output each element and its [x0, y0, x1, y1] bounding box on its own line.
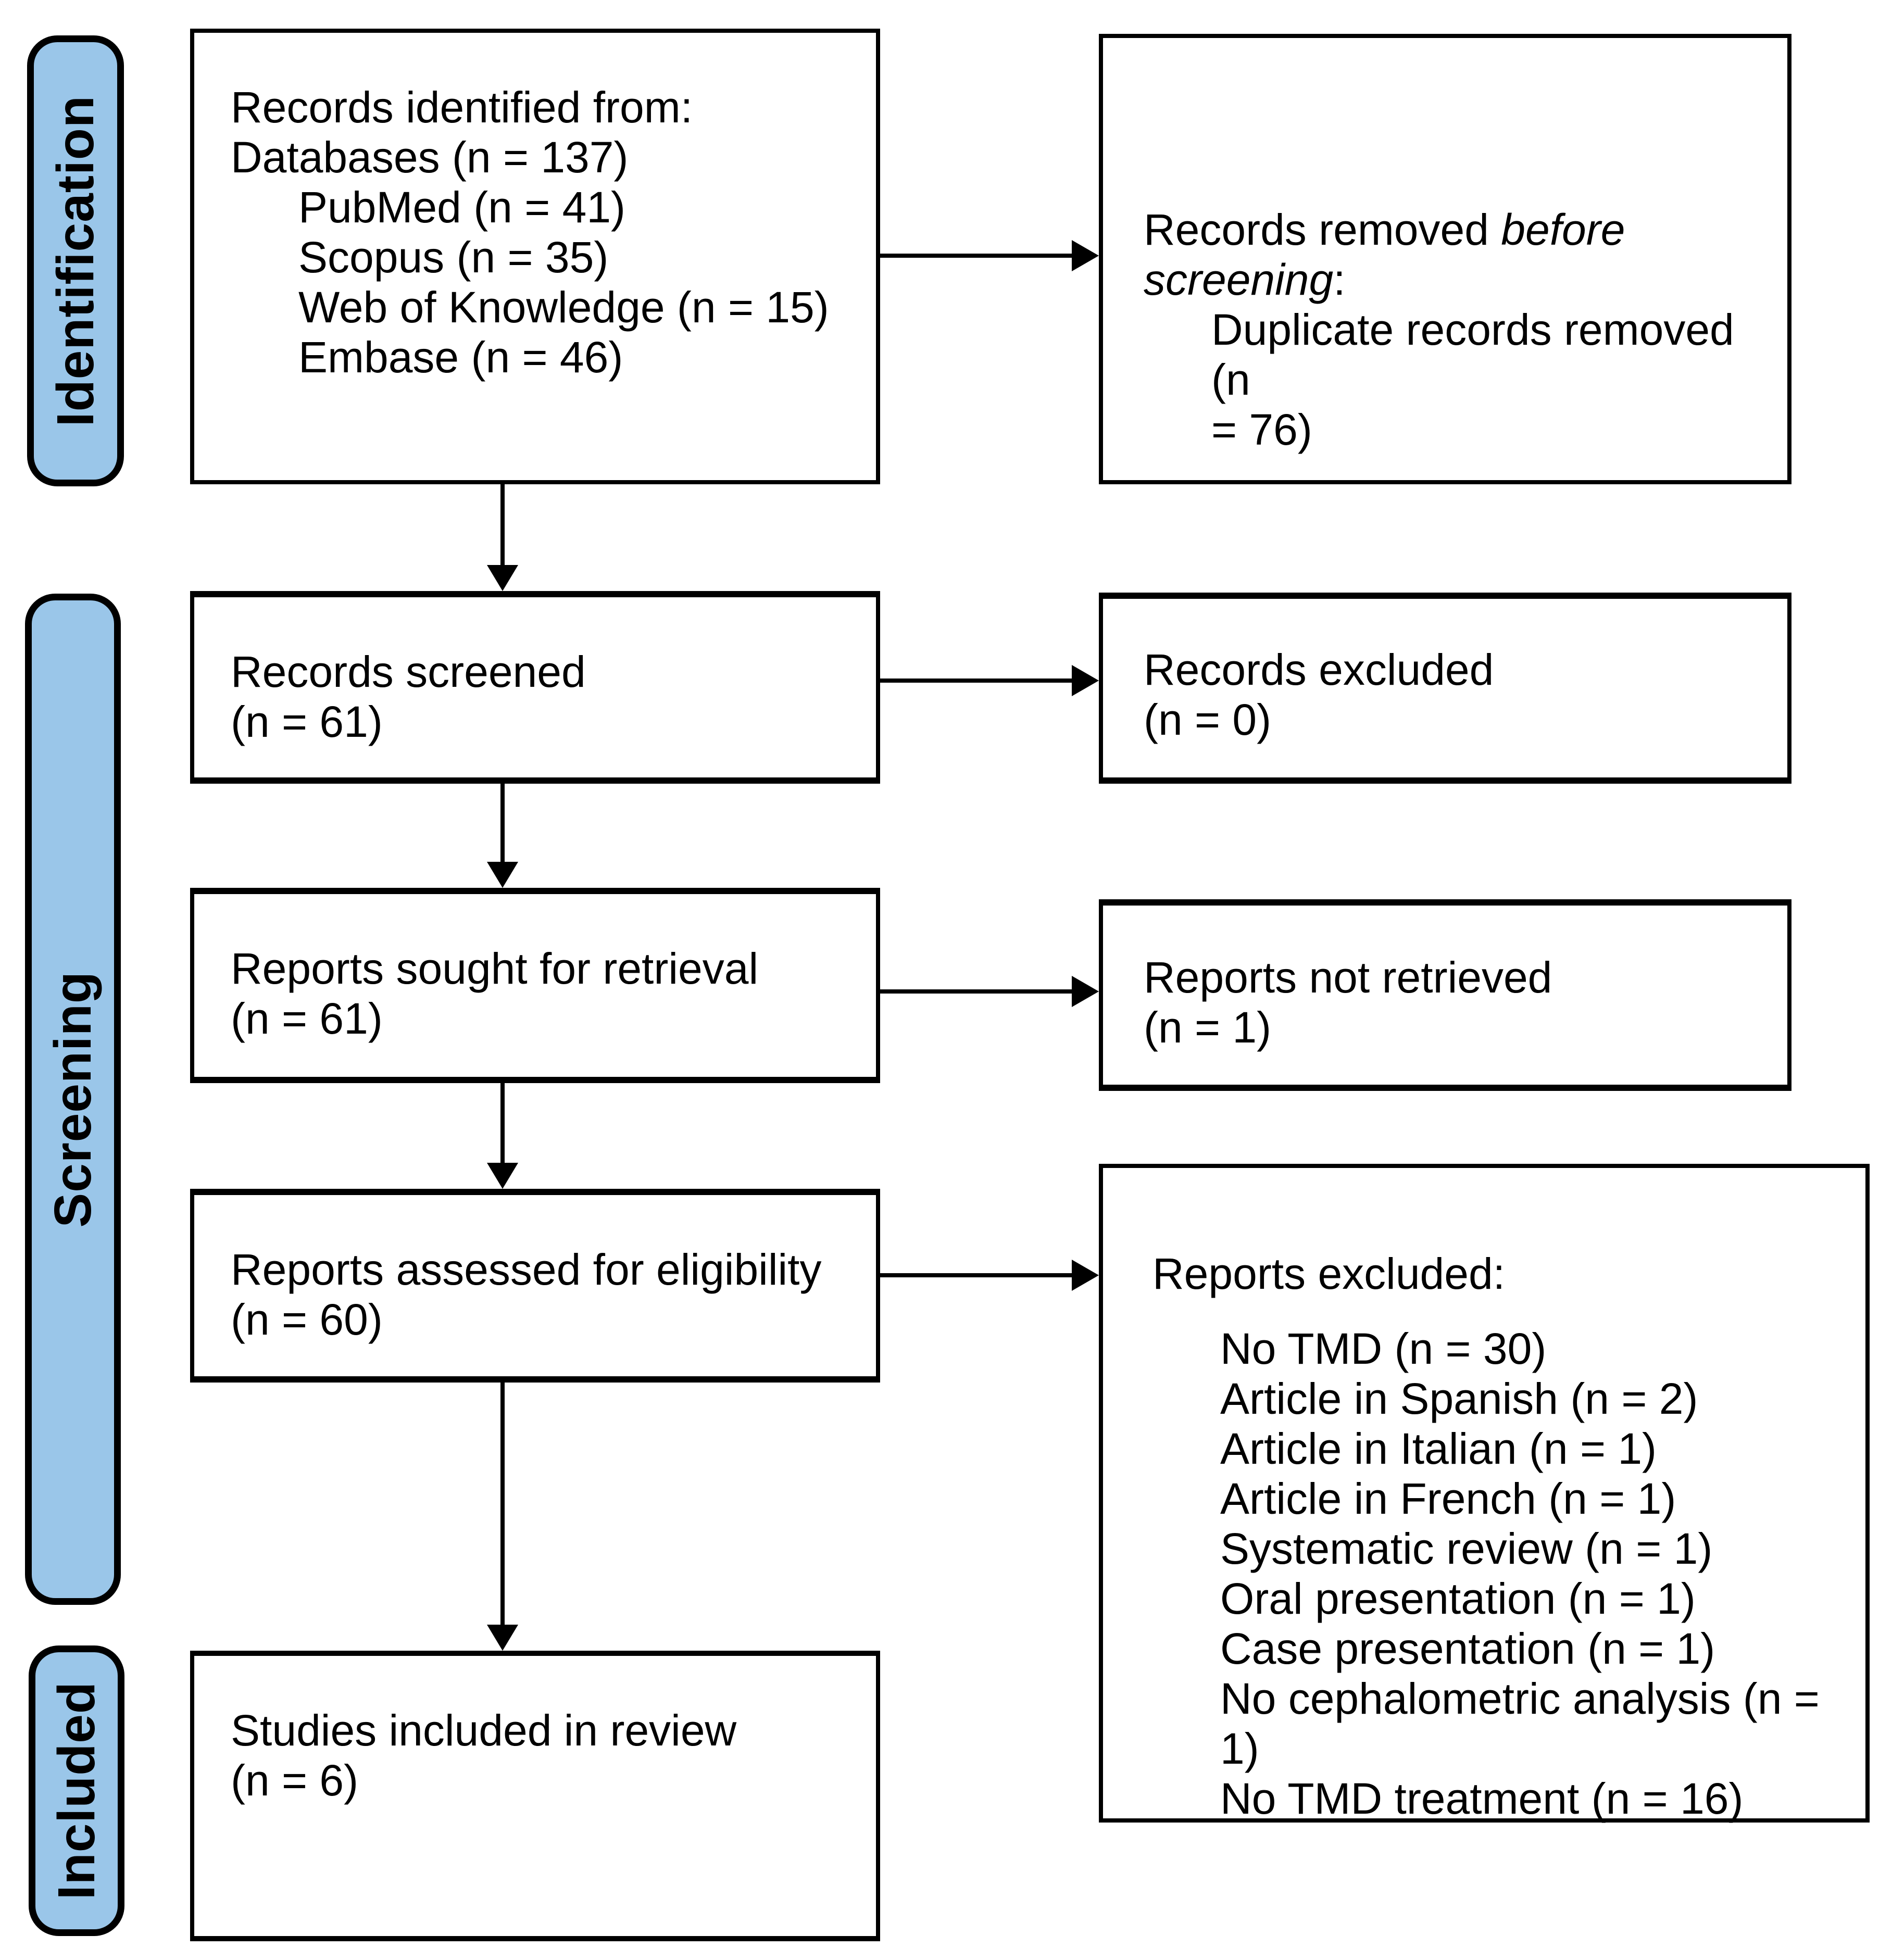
arrow-identified-to-screened — [487, 484, 518, 591]
records-excluded-count: (n = 0) — [1144, 695, 1272, 744]
database-item-web-of-knowledge: Web of Knowledge (n = 15) — [298, 283, 829, 332]
database-item-pubmed: PubMed (n = 41) — [298, 183, 626, 232]
records-identified-line2: Databases (n = 137) — [231, 133, 629, 182]
arrow-assessed-to-reports-excluded — [880, 1260, 1099, 1291]
excluded-item-spanish: Article in Spanish (n = 2) — [1220, 1374, 1698, 1423]
duplicates-removed-line2: = 76) — [1211, 405, 1312, 454]
database-item-embase: Embase (n = 46) — [298, 333, 623, 382]
box-reports-assessed: Reports assessed for eligibility (n = 60… — [190, 1189, 880, 1383]
studies-included-count: (n = 6) — [231, 1756, 359, 1805]
excluded-item-french: Article in French (n = 1) — [1220, 1474, 1676, 1523]
box-studies-included: Studies included in review (n = 6) — [190, 1651, 880, 1941]
stage-label-screening: Screening — [44, 971, 102, 1228]
duplicates-removed-line1: Duplicate records removed (n — [1211, 305, 1734, 404]
box-records-removed-before-screening: Records removed before screening: Duplic… — [1099, 34, 1791, 484]
excluded-item-no-tmd: No TMD (n = 30) — [1220, 1324, 1547, 1373]
records-screened-count: (n = 61) — [231, 697, 383, 746]
arrow-screened-to-excluded — [880, 665, 1099, 696]
database-item-scopus: Scopus (n = 35) — [298, 233, 609, 282]
arrow-sought-to-not-retrieved — [880, 976, 1099, 1007]
reports-assessed-count: (n = 60) — [231, 1295, 383, 1344]
reports-sought-title: Reports sought for retrieval — [231, 944, 759, 993]
reports-excluded-title: Reports excluded: — [1152, 1249, 1506, 1298]
stage-tab-screening: Screening — [25, 594, 121, 1605]
arrow-identified-to-removed — [880, 240, 1099, 271]
arrow-assessed-to-included — [487, 1383, 518, 1651]
box-reports-not-retrieved: Reports not retrieved (n = 1) — [1099, 899, 1791, 1091]
box-records-excluded: Records excluded (n = 0) — [1099, 593, 1791, 784]
records-removed-colon: : — [1333, 255, 1346, 304]
stage-label-identification: Identification — [46, 95, 105, 427]
excluded-item-italian: Article in Italian (n = 1) — [1220, 1424, 1657, 1473]
arrow-sought-to-assessed — [487, 1083, 518, 1189]
records-excluded-title: Records excluded — [1144, 645, 1494, 694]
excluded-item-case-presentation: Case presentation (n = 1) — [1220, 1624, 1715, 1673]
stage-tab-identification: Identification — [27, 35, 124, 486]
excluded-item-systematic-review: Systematic review (n = 1) — [1220, 1524, 1713, 1573]
stage-tab-included: Included — [29, 1645, 124, 1936]
box-records-screened: Records screened (n = 61) — [190, 591, 880, 784]
box-records-identified: Records identified from: Databases (n = … — [190, 29, 880, 484]
records-screened-title: Records screened — [231, 647, 586, 696]
reports-not-retrieved-count: (n = 1) — [1144, 1003, 1272, 1052]
records-removed-italic-before: before — [1501, 205, 1625, 254]
excluded-item-no-tmd-treatment: No TMD treatment (n = 16) — [1220, 1774, 1744, 1823]
records-removed-prefix: Records removed — [1144, 205, 1501, 254]
excluded-item-oral-presentation: Oral presentation (n = 1) — [1220, 1574, 1696, 1623]
records-removed-line1: Records removed before — [1144, 205, 1756, 255]
excluded-item-no-cephalometric: No cephalometric analysis (n = 1) — [1220, 1674, 1820, 1773]
arrow-screened-to-sought — [487, 784, 518, 888]
records-removed-italic-screening: screening — [1144, 255, 1334, 304]
reports-excluded-list: No TMD (n = 30) Article in Spanish (n = … — [1152, 1324, 1834, 1824]
reports-assessed-title: Reports assessed for eligibility — [231, 1245, 822, 1294]
box-reports-sought: Reports sought for retrieval (n = 61) — [190, 888, 880, 1083]
studies-included-title: Studies included in review — [231, 1706, 737, 1755]
records-removed-line2: screening: — [1144, 255, 1756, 305]
box-reports-excluded: Reports excluded: No TMD (n = 30) Articl… — [1099, 1164, 1870, 1823]
records-identified-line1: Records identified from: — [231, 83, 693, 132]
reports-not-retrieved-title: Reports not retrieved — [1144, 953, 1552, 1002]
reports-sought-count: (n = 61) — [231, 994, 383, 1043]
stage-label-included: Included — [47, 1681, 106, 1900]
